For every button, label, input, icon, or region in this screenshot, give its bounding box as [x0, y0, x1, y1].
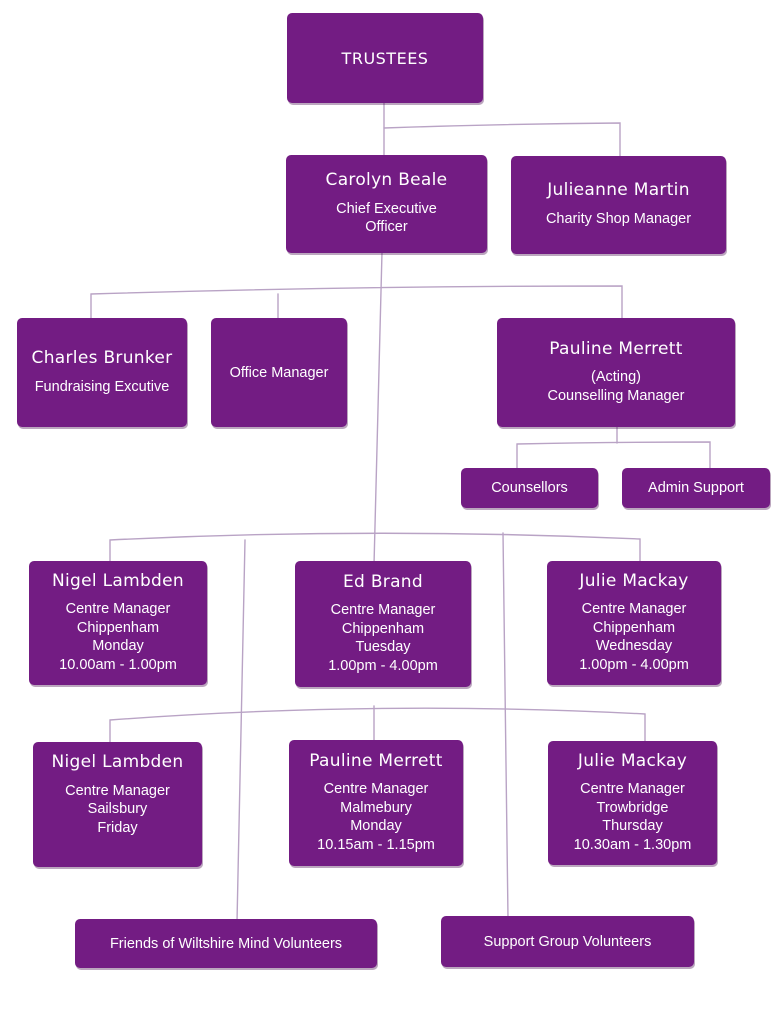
- person-name: Charles Brunker: [31, 347, 173, 368]
- pauline-merrett-malmebury-box: Pauline Merrett Centre Manager Malmebury…: [289, 740, 463, 866]
- location-line: Malmebury: [340, 799, 412, 816]
- person-name: Pauline Merrett: [309, 750, 443, 771]
- location-line: Chippenham: [341, 620, 425, 637]
- person-name: Julieanne Martin: [547, 180, 690, 201]
- charles-brunker-box: Charles Brunker Fundraising Excutive: [17, 318, 187, 427]
- carolyn-beale-box: Carolyn Beale Chief Executive Officer: [286, 155, 487, 253]
- julie-mackay-trowbridge-box: Julie Mackay Centre Manager Trowbridge T…: [548, 741, 717, 865]
- day-line: Monday: [92, 638, 144, 655]
- connector: [373, 251, 383, 566]
- connector: [502, 532, 509, 919]
- role-label: Support Group Volunteers: [483, 933, 652, 950]
- role-line: Centre Manager: [581, 601, 687, 618]
- connector: [90, 285, 623, 319]
- spacer-line: [115, 837, 119, 856]
- location-line: Chippenham: [76, 619, 160, 636]
- connector: [109, 707, 646, 746]
- day-line: Tuesday: [355, 639, 411, 656]
- time-line: 10.15am - 1.15pm: [317, 836, 435, 853]
- julieanne-martin-box: Julieanne Martin Charity Shop Manager: [511, 156, 726, 254]
- day-line: Thursday: [602, 818, 663, 835]
- role-line: Centre Manager: [330, 602, 436, 619]
- office-manager-box: Office Manager: [211, 318, 347, 427]
- ed-brand-box: Ed Brand Centre Manager Chippenham Tuesd…: [295, 561, 471, 687]
- role-line: Centre Manager: [65, 782, 170, 799]
- time-line: 1.00pm - 4.00pm: [579, 656, 689, 673]
- nigel-lambden-chippenham-box: Nigel Lambden Centre Manager Chippenham …: [29, 561, 207, 685]
- role-line: Counselling Manager: [547, 387, 685, 404]
- role-label: Counsellors: [491, 480, 568, 496]
- person-name: Carolyn Beale: [325, 170, 448, 191]
- connector: [516, 441, 711, 471]
- admin-support-box: Admin Support: [622, 468, 770, 508]
- role-label: Admin Support: [648, 480, 744, 496]
- nigel-lambden-sailsbury-box: Nigel Lambden Centre Manager Sailsbury F…: [33, 742, 202, 867]
- role-line: Charity Shop Manager: [545, 211, 692, 228]
- connector: [109, 532, 641, 564]
- person-name: Ed Brand: [343, 571, 423, 592]
- role-line: Chief Executive: [336, 200, 437, 217]
- day-line: Monday: [350, 818, 402, 835]
- role-label: Friends of Wiltshire Mind Volunteers: [109, 935, 343, 952]
- role-line: Officer: [365, 219, 408, 236]
- time-line: 1.00pm - 4.00pm: [328, 657, 438, 674]
- location-line: Sailsbury: [87, 801, 148, 818]
- julie-mackay-chippenham-box: Julie Mackay Centre Manager Chippenham W…: [547, 561, 721, 685]
- day-line: Friday: [97, 819, 138, 836]
- friends-volunteers-box: Friends of Wiltshire Mind Volunteers: [75, 919, 377, 968]
- person-name: Nigel Lambden: [52, 570, 184, 591]
- role-line: Centre Manager: [580, 781, 685, 798]
- trustees-label: TRUSTEES: [341, 48, 429, 68]
- person-name: Nigel Lambden: [51, 752, 184, 773]
- counsellors-box: Counsellors: [461, 468, 598, 508]
- role-line: Centre Manager: [65, 601, 171, 618]
- time-line: 10.30am - 1.30pm: [573, 836, 692, 853]
- person-name: Pauline Merrett: [549, 338, 683, 359]
- location-line: Chippenham: [592, 619, 676, 636]
- support-group-volunteers-box: Support Group Volunteers: [441, 916, 694, 967]
- role-line: (Acting): [591, 369, 641, 386]
- trustees-box: TRUSTEES: [287, 13, 483, 103]
- person-name: Julie Mackay: [577, 750, 688, 771]
- role-label: Office Manager: [229, 364, 329, 381]
- connector: [383, 122, 621, 157]
- connector: [236, 539, 246, 923]
- time-line: 10.00am - 1.00pm: [59, 656, 177, 673]
- person-name: Julie Mackay: [579, 570, 689, 591]
- location-line: Trowbridge: [596, 799, 669, 816]
- role-line: Centre Manager: [323, 781, 429, 798]
- role-line: Fundraising Excutive: [34, 378, 170, 395]
- pauline-merrett-acting-box: Pauline Merrett (Acting) Counselling Man…: [497, 318, 735, 427]
- day-line: Wednesday: [595, 638, 673, 655]
